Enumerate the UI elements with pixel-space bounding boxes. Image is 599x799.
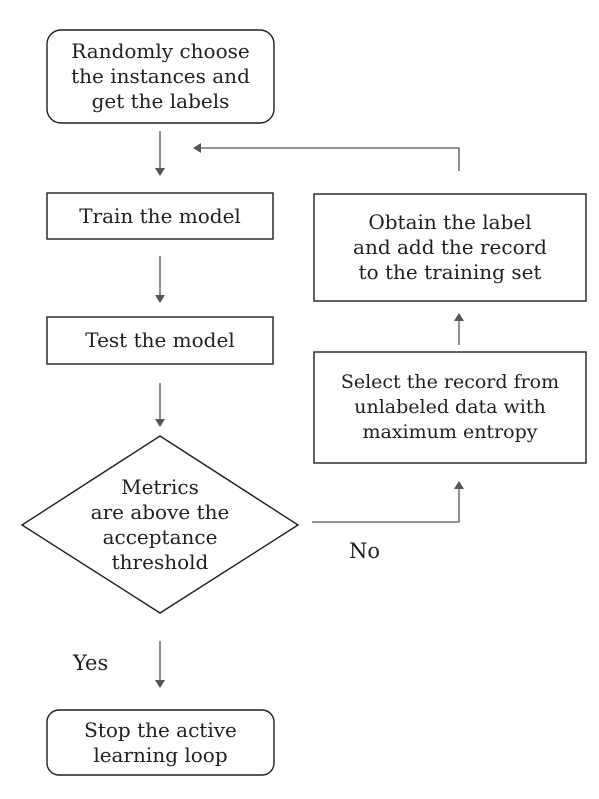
train-node-label: Train the model	[79, 203, 241, 228]
edge-label-no: No	[349, 539, 381, 563]
stop-node-shape	[46, 709, 275, 776]
stop-node-label: Stop the active learning loop	[84, 717, 237, 767]
select-node-shape	[313, 351, 587, 464]
edge-decision-to-select	[312, 481, 464, 523]
decision-node-shape	[20, 435, 300, 614]
edge-label-yes: Yes	[73, 651, 109, 675]
start-node-shape	[46, 29, 275, 124]
decision-node-label: Metrics are above the acceptance thresho…	[90, 475, 230, 574]
obtain-node-shape	[313, 193, 587, 302]
test-node-shape	[46, 316, 274, 365]
test-node-label: Test the model	[85, 328, 235, 352]
edge-obtain-to-train	[193, 143, 460, 171]
obtain-node-label: Obtain the label and add the record to t…	[353, 210, 547, 284]
select-node-label: Select the record from unlabeled data wi…	[340, 371, 560, 443]
start-node-label: Randomly choose the instances and get th…	[71, 39, 250, 113]
train-node-shape	[46, 192, 274, 240]
